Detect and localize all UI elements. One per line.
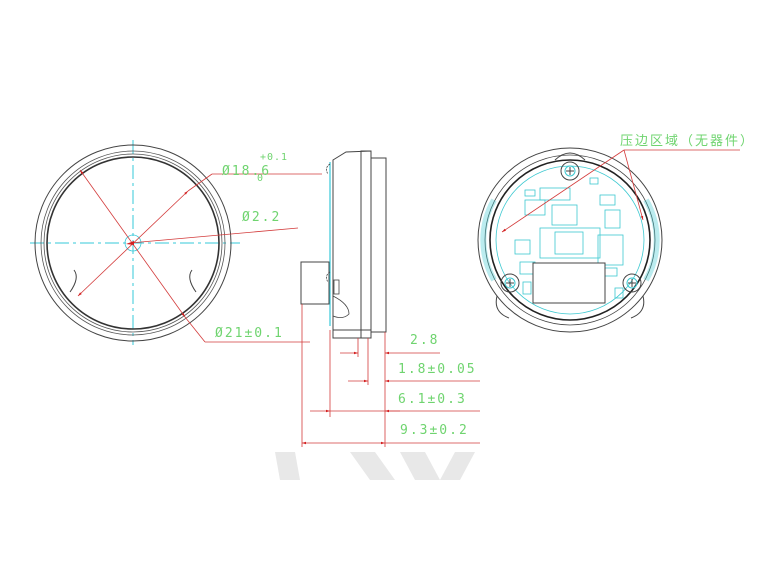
back-view	[477, 147, 740, 333]
outer-ring	[34, 144, 232, 342]
dim-inner-tol-upper: +0.1	[260, 152, 289, 163]
front-view	[30, 140, 322, 345]
dim-6-1-label: 6.1±0.3	[398, 392, 467, 407]
inner-ring	[46, 156, 220, 330]
screw-top	[560, 161, 580, 181]
dim-inner-diameter-label: Ø18.6	[222, 164, 272, 179]
dim-center-hole-label: Ø2.2	[242, 210, 282, 225]
watermark	[275, 452, 475, 480]
press-edge-annotation: 压边区域（无器件）	[620, 134, 756, 149]
screw-right	[622, 273, 642, 293]
screw-left	[500, 273, 520, 293]
side-view	[300, 150, 480, 447]
dim-9-3-label: 9.3±0.2	[400, 423, 469, 438]
dim-1-8-label: 1.8±0.05	[398, 362, 477, 377]
dim-inner-tol-lower: 0	[257, 173, 265, 184]
dim-center-hole-line	[129, 227, 299, 244]
dim-outer-diameter-label: Ø21±0.1	[215, 326, 284, 341]
label-area	[532, 262, 606, 304]
dim-2-8-label: 2.8	[410, 333, 440, 348]
